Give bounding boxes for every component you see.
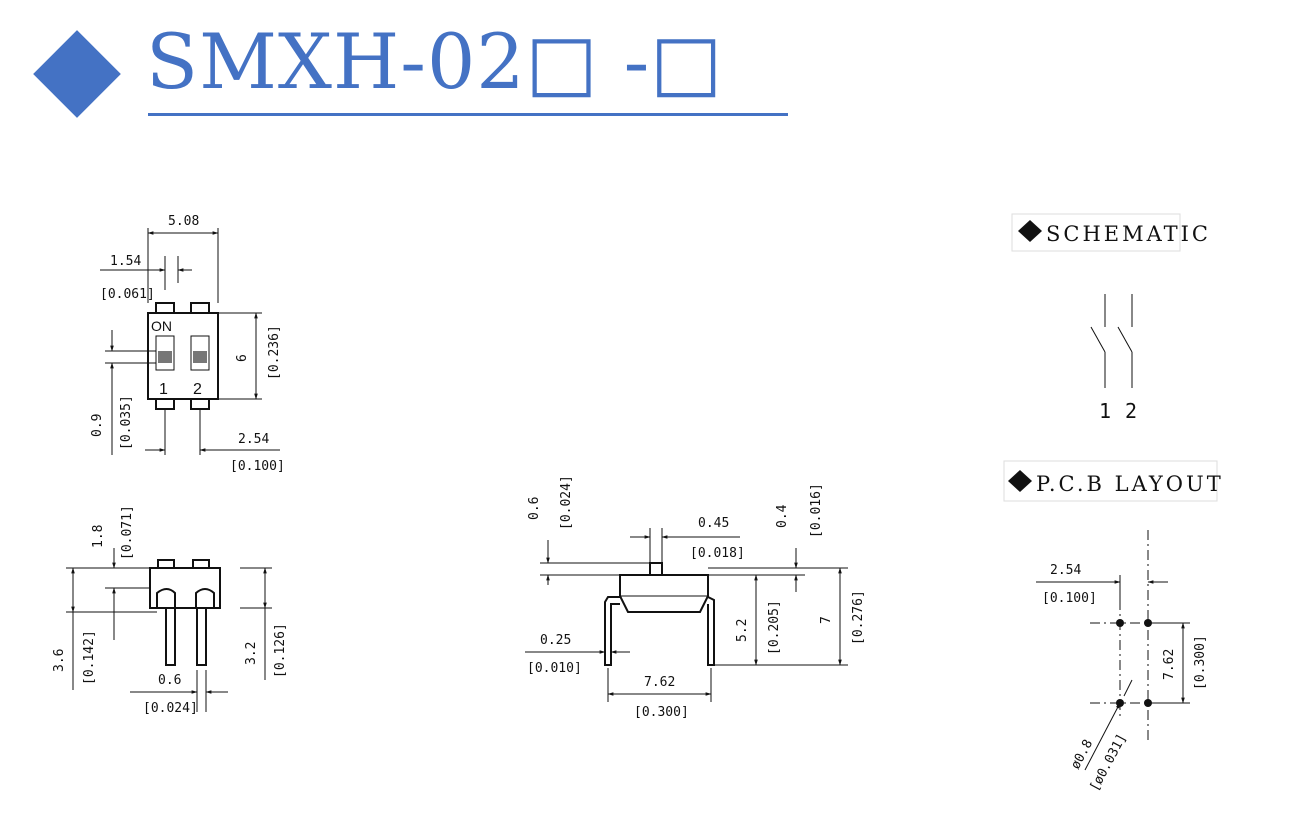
top-view-body <box>147 312 219 400</box>
dim-pitch-offset-in: [0.061] <box>100 287 155 302</box>
side-terminal-2 <box>192 559 210 569</box>
dim-act-width-in: [0.018] <box>690 546 745 561</box>
pcb-dim-pitch: 2.54 <box>1050 563 1081 578</box>
title-underline <box>148 113 788 116</box>
pcb-dim-row: 7.62 <box>1162 649 1177 680</box>
schematic-heading: SCHEMATIC <box>1046 222 1211 246</box>
dim-pin-width: 0.6 <box>158 673 181 688</box>
pcb-dim-pitch-in: [0.100] <box>1042 591 1097 606</box>
dim-actuator-in: [0.035] <box>119 395 134 450</box>
front-lead-right <box>707 596 715 666</box>
dim-pin-length: 3.2 <box>244 642 259 665</box>
dim-pin-width-in: [0.024] <box>143 701 198 716</box>
dim-row-spacing: 7.62 <box>644 675 675 690</box>
dim-pitch: 2.54 <box>238 432 269 447</box>
dim-top-gap: 0.4 <box>775 504 790 528</box>
front-actuator <box>649 562 663 576</box>
side-pin-2 <box>195 588 215 666</box>
schematic-label-2: 2 <box>1125 399 1137 423</box>
schematic-diamond-icon <box>1018 220 1042 242</box>
pcb-layout: P.C.B LAYOUT 2.54 [0.100] 7.62 [0.300] ø… <box>1003 460 1224 794</box>
pcb-hole <box>1144 619 1152 627</box>
dim-side-total: 3.6 <box>52 649 67 672</box>
schematic: SCHEMATIC 1 2 <box>1011 213 1211 423</box>
pcb-diamond-icon <box>1008 470 1032 492</box>
pcb-dim-row-in: [0.300] <box>1193 635 1208 690</box>
switch-actuator-2 <box>193 351 207 363</box>
pcb-hole <box>1144 699 1152 707</box>
dim-top-gap-in: [0.016] <box>809 483 824 538</box>
part-number-title: SMXH-02□ -□ <box>146 17 724 106</box>
pcb-hole <box>1116 619 1124 627</box>
dim-actuator: 0.9 <box>90 414 105 437</box>
switch-slot-2 <box>190 335 210 371</box>
pcb-heading: P.C.B LAYOUT <box>1036 472 1224 496</box>
schematic-label-1: 1 <box>1099 399 1111 423</box>
dim-height: 6 <box>235 354 250 362</box>
dim-side-top-in: [0.071] <box>120 505 135 560</box>
side-terminal-1 <box>157 559 175 569</box>
dim-side-top: 1.8 <box>91 525 106 548</box>
dim-width: 5.08 <box>168 214 199 229</box>
dim-pitch-offset: 1.54 <box>110 254 141 269</box>
dim-act-height: 0.6 <box>527 497 542 520</box>
side-view: 1.8 [0.071] 3.6 [0.142] 3.2 [0.126] 0.6 … <box>52 505 288 716</box>
pcb-dim-hole-in: [ø0.031] <box>1087 732 1130 794</box>
switch-actuator-1 <box>158 351 172 363</box>
side-view-body <box>149 567 221 609</box>
dim-overall-in: [0.276] <box>851 590 866 645</box>
switch-slot-1 <box>155 335 175 371</box>
dim-side-total-in: [0.142] <box>82 630 97 685</box>
terminal-top-1 <box>155 302 175 314</box>
terminal-bottom-1 <box>155 398 175 410</box>
dim-lead: 0.25 <box>540 633 571 648</box>
dim-body-height: 5.2 <box>735 619 750 642</box>
top-view: ON 1 2 5.08 1.54 [0.061] 6 [0.236] 0.9 [… <box>90 214 285 474</box>
dim-pin-length-in: [0.126] <box>273 623 288 678</box>
dim-row-spacing-in: [0.300] <box>634 705 689 720</box>
dim-pitch-in: [0.100] <box>230 459 285 474</box>
pcb-dim-hole: ø0.8 <box>1068 737 1096 772</box>
dim-height-in: [0.236] <box>267 325 282 380</box>
switch-number-2: 2 <box>193 381 202 398</box>
dim-act-width: 0.45 <box>698 516 729 531</box>
front-lead-left <box>604 596 620 666</box>
switch-number-1: 1 <box>159 381 168 398</box>
dim-body-height-in: [0.205] <box>767 600 782 655</box>
on-label: ON <box>151 318 172 334</box>
terminal-top-2 <box>190 302 210 314</box>
dim-act-height-in: [0.024] <box>559 475 574 530</box>
dim-lead-in: [0.010] <box>527 661 582 676</box>
terminal-bottom-2 <box>190 398 210 410</box>
side-pin-1 <box>156 588 176 666</box>
front-view-body <box>619 574 709 613</box>
front-view: 0.6 [0.024] 0.45 [0.018] 0.4 [0.016] 5.2… <box>525 475 866 720</box>
dim-overall: 7 <box>819 616 834 624</box>
